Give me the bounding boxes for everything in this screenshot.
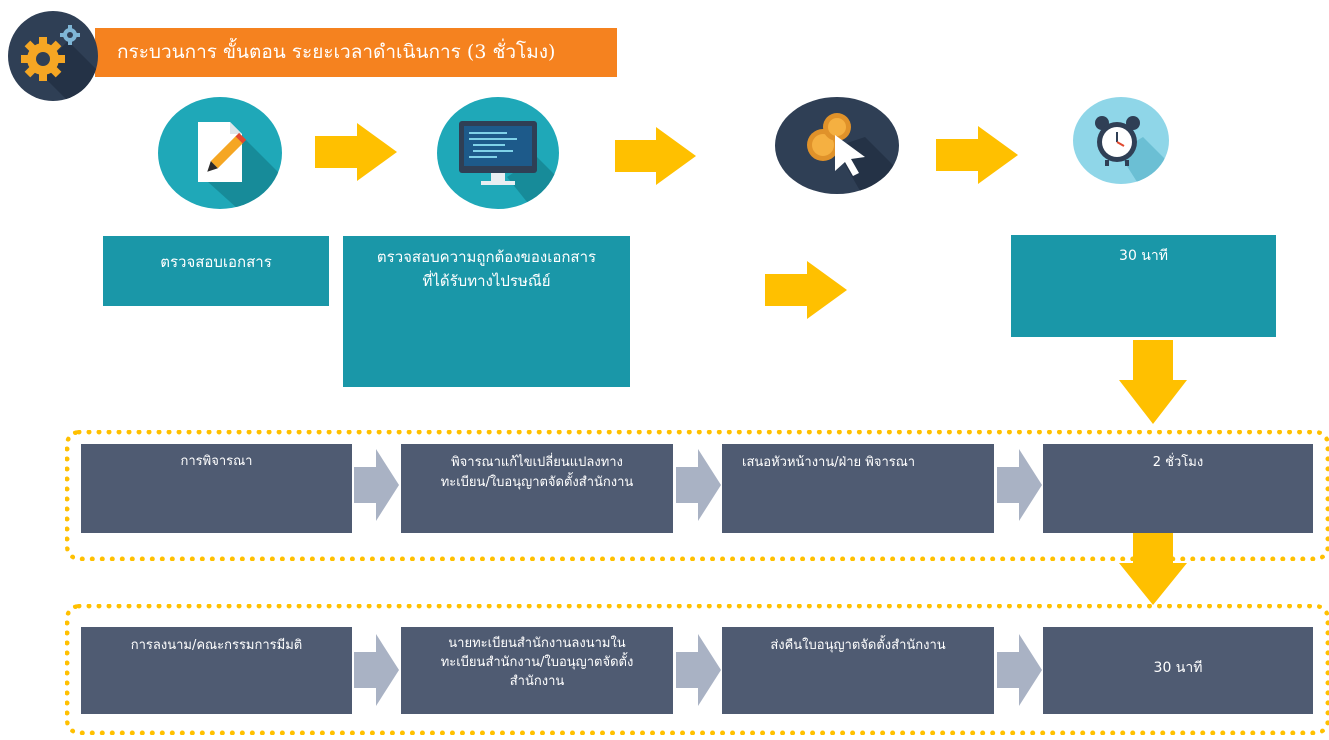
arrow-right-icon bbox=[936, 126, 1018, 184]
process-row-frame bbox=[65, 430, 1329, 561]
process-box: 2 ชั่วโมง bbox=[1043, 444, 1313, 533]
process-row-frame bbox=[65, 604, 1329, 735]
step-label: ตรวจสอบเอกสาร bbox=[160, 253, 272, 271]
process-box: เสนอหัวหน้างาน/ฝ่าย พิจารณา bbox=[722, 444, 994, 533]
coins-cursor-icon bbox=[775, 97, 899, 194]
arrow-down-icon bbox=[1119, 533, 1187, 605]
page-title: กระบวนการ ขั้นตอน ระยะเวลาดำเนินการ (3 ช… bbox=[95, 28, 617, 77]
arrow-down-icon bbox=[1119, 340, 1187, 424]
process-label: ส่งคืนใบอนุญาตจัดตั้งสำนักงาน bbox=[770, 638, 946, 653]
document-pen-icon bbox=[158, 97, 282, 209]
arrow-right-icon bbox=[765, 261, 847, 319]
step-box: ตรวจสอบเอกสาร bbox=[103, 236, 329, 306]
gears-icon bbox=[8, 11, 98, 101]
step-box: ตรวจสอบความถูกต้องของเอกสาร ที่ได้รับทาง… bbox=[343, 236, 630, 387]
process-label: นายทะเบียนสำนักงานลงนามใน bbox=[448, 636, 626, 651]
process-label: 2 ชั่วโมง bbox=[1152, 455, 1204, 470]
process-label: 30 นาที bbox=[1153, 660, 1203, 676]
step-label: 30 นาที bbox=[1119, 248, 1168, 264]
process-box: นายทะเบียนสำนักงานลงนามใน ทะเบียนสำนักงา… bbox=[401, 627, 673, 714]
process-label: สำนักงาน bbox=[509, 674, 565, 689]
computer-monitor-icon bbox=[437, 97, 559, 209]
process-label: เสนอหัวหน้างาน/ฝ่าย พิจารณา bbox=[742, 455, 916, 470]
process-box: การพิจารณา bbox=[81, 444, 352, 533]
arrow-right-icon bbox=[676, 634, 721, 706]
step-label: ที่ได้รับทางไปรษณีย์ bbox=[422, 272, 551, 290]
process-label: การลงนาม/คณะกรรมการมีมติ bbox=[130, 638, 303, 653]
process-box: การลงนาม/คณะกรรมการมีมติ bbox=[81, 627, 352, 714]
process-label: การพิจารณา bbox=[180, 454, 253, 469]
arrow-right-icon bbox=[997, 634, 1042, 706]
arrow-right-icon bbox=[315, 123, 397, 181]
arrow-right-icon bbox=[615, 127, 696, 185]
arrow-right-icon bbox=[354, 634, 399, 706]
alarm-clock-icon bbox=[1073, 97, 1169, 184]
process-box: 30 นาที bbox=[1043, 627, 1313, 714]
arrow-right-icon bbox=[354, 449, 399, 521]
process-label: ทะเบียน/ใบอนุญาตจัดตั้งสำนักงาน bbox=[440, 475, 634, 490]
arrow-right-icon bbox=[997, 449, 1042, 521]
process-label: ทะเบียนสำนักงาน/ใบอนุญาตจัดตั้ง bbox=[440, 655, 634, 670]
process-box: พิจารณาแก้ไขเปลี่ยนแปลงทาง ทะเบียน/ใบอนุ… bbox=[401, 444, 673, 533]
arrow-right-icon bbox=[676, 449, 721, 521]
process-label: พิจารณาแก้ไขเปลี่ยนแปลงทาง bbox=[451, 455, 623, 470]
process-box: ส่งคืนใบอนุญาตจัดตั้งสำนักงาน bbox=[722, 627, 994, 714]
step-label: ตรวจสอบความถูกต้องของเอกสาร bbox=[376, 248, 597, 266]
step-box: 30 นาที bbox=[1011, 235, 1276, 337]
